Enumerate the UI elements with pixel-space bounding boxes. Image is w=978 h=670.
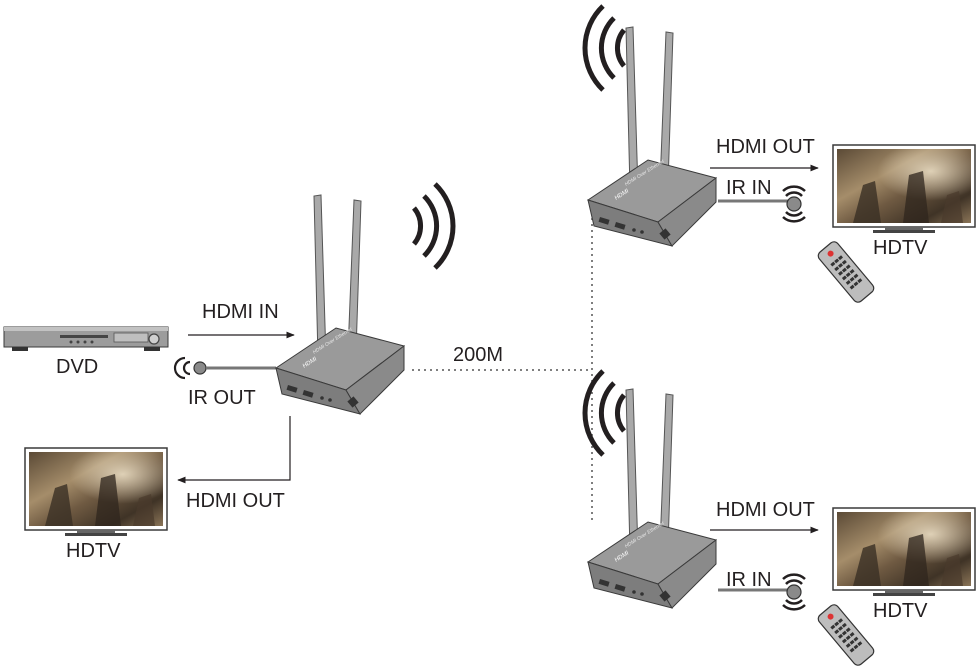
top-hdmi-out-label: HDMI OUT xyxy=(716,136,815,158)
receiver-bottom-unit: HDMI HDMI Over Ethernet xyxy=(587,388,717,609)
remote-control-icon xyxy=(815,602,877,668)
tv-icon xyxy=(24,447,168,537)
ir-emitter-icon xyxy=(173,356,276,380)
top-hdtv-label: HDTV xyxy=(873,237,928,259)
remote-control-icon xyxy=(815,239,877,305)
bottom-hdmi-out-label: HDMI OUT xyxy=(716,499,815,521)
ir-out-label: IR OUT xyxy=(188,387,256,409)
local-hdmi-out-arrow xyxy=(177,416,291,484)
distance-label: 200M xyxy=(453,344,503,366)
hdmi-in-label: HDMI IN xyxy=(202,301,279,323)
wireless-signal-icon xyxy=(585,6,624,90)
local-hdtv-label: HDTV xyxy=(66,540,121,562)
dvd-label: DVD xyxy=(56,356,98,378)
top-ir-in-label: IR IN xyxy=(726,177,772,199)
transmitter-unit: HDMI HDMI Over Ethernet xyxy=(275,194,405,415)
dvd-player-icon xyxy=(3,326,169,351)
ir-receiver-icon xyxy=(781,185,807,223)
bottom-ir-in-label: IR IN xyxy=(726,569,772,591)
tv-icon xyxy=(832,144,976,234)
local-hdmi-out-label: HDMI OUT xyxy=(186,490,285,512)
tv-icon xyxy=(832,507,976,597)
ir-receiver-icon xyxy=(781,573,807,611)
receiver-top-unit: HDMI HDMI Over Ethernet xyxy=(587,26,717,247)
bottom-hdtv-label: HDTV xyxy=(873,600,928,622)
wireless-signal-icon xyxy=(414,184,453,268)
wireless-signal-icon xyxy=(585,371,624,455)
